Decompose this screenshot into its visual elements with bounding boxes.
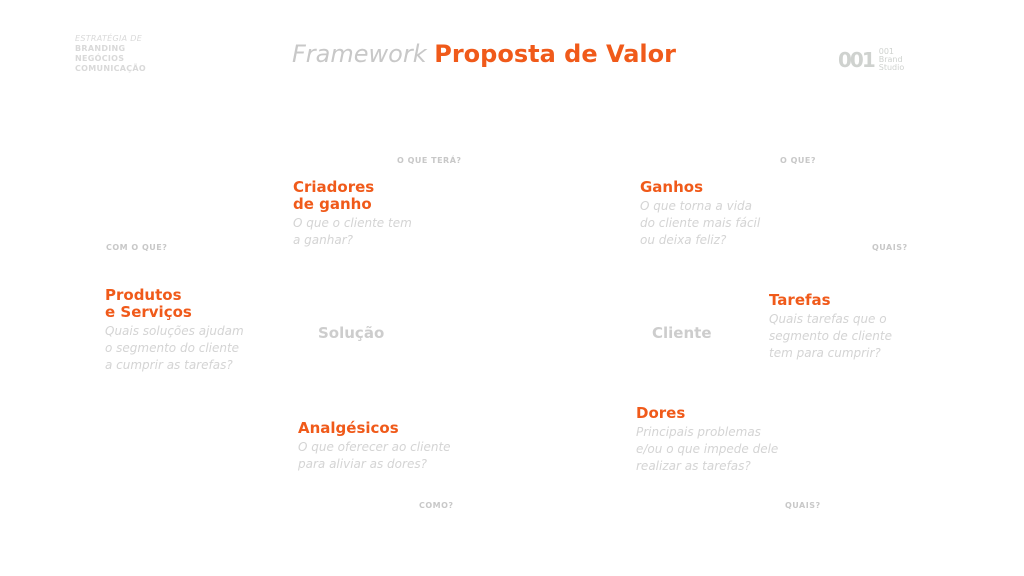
block-criadores-de-ganho: Criadores de ganho O que o cliente tem a …: [293, 179, 412, 249]
page-title: Framework Proposta de Valor: [292, 40, 676, 68]
title-light: Framework: [292, 40, 427, 68]
block-question: do cliente mais fácil: [640, 216, 761, 230]
label-o-que-tera: O QUE TERÁ?: [397, 156, 462, 165]
block-analgesicos: Analgésicos O que oferecer ao cliente par…: [298, 420, 451, 473]
block-title: Produtos: [105, 286, 182, 304]
block-title: Criadores: [293, 178, 375, 196]
label-o-que: O QUE?: [780, 156, 816, 165]
center-solucao: Solução: [318, 324, 385, 342]
block-title: de ganho: [293, 195, 372, 213]
logo-text: 001: [878, 47, 895, 56]
logo-mark: 001: [838, 48, 876, 72]
block-question: realizar as tarefas?: [636, 459, 751, 473]
block-question: O que o cliente tem: [293, 216, 412, 230]
block-title: Analgésicos: [298, 419, 399, 437]
block-question: a cumprir as tarefas?: [105, 358, 233, 372]
label-quais: QUAIS?: [872, 243, 908, 252]
block-question: O que torna a vida: [640, 199, 753, 213]
block-ganhos: Ganhos O que torna a vida do cliente mais…: [640, 179, 760, 249]
center-cliente: Cliente: [652, 324, 712, 342]
block-question: para aliviar as dores?: [298, 457, 427, 471]
block-question: Quais soluções ajudam: [105, 324, 244, 338]
brand-line: COMUNICAÇÃO: [75, 64, 147, 73]
block-question: Principais problemas: [636, 425, 761, 439]
label-quais: QUAIS?: [785, 501, 821, 510]
block-dores: Dores Principais problemas e/ou o que imp…: [636, 405, 778, 475]
title-bold: Proposta de Valor: [434, 40, 676, 68]
block-title: Dores: [636, 404, 686, 422]
block-question: tem para cumprir?: [769, 346, 881, 360]
brand-line: BRANDING: [75, 44, 126, 53]
brand-tagline: ESTRATÉGIA DE BRANDING NEGÓCIOS COMUNICA…: [75, 34, 146, 74]
block-question: segmento de cliente: [769, 329, 892, 343]
brand-line: ESTRATÉGIA DE: [75, 34, 143, 43]
block-question: O que oferecer ao cliente: [298, 440, 451, 454]
block-tarefas: Tarefas Quais tarefas que o segmento de c…: [769, 292, 892, 362]
block-question: e/ou o que impede dele: [636, 442, 779, 456]
logo-text: Brand: [878, 55, 903, 64]
block-title: Tarefas: [769, 291, 831, 309]
label-com-o-que: COM O QUE?: [106, 243, 168, 252]
block-question: ou deixa feliz?: [640, 233, 727, 247]
brand-line: NEGÓCIOS: [75, 54, 125, 63]
block-question: a ganhar?: [293, 233, 354, 247]
label-como: COMO?: [419, 501, 454, 510]
logo-text: Studio: [878, 63, 905, 72]
block-produtos-servicos: Produtos e Serviços Quais soluções ajuda…: [105, 287, 244, 374]
block-title: Ganhos: [640, 178, 704, 196]
block-question: Quais tarefas que o: [769, 312, 887, 326]
block-question: o segmento do cliente: [105, 341, 240, 355]
block-title: e Serviços: [105, 303, 192, 321]
